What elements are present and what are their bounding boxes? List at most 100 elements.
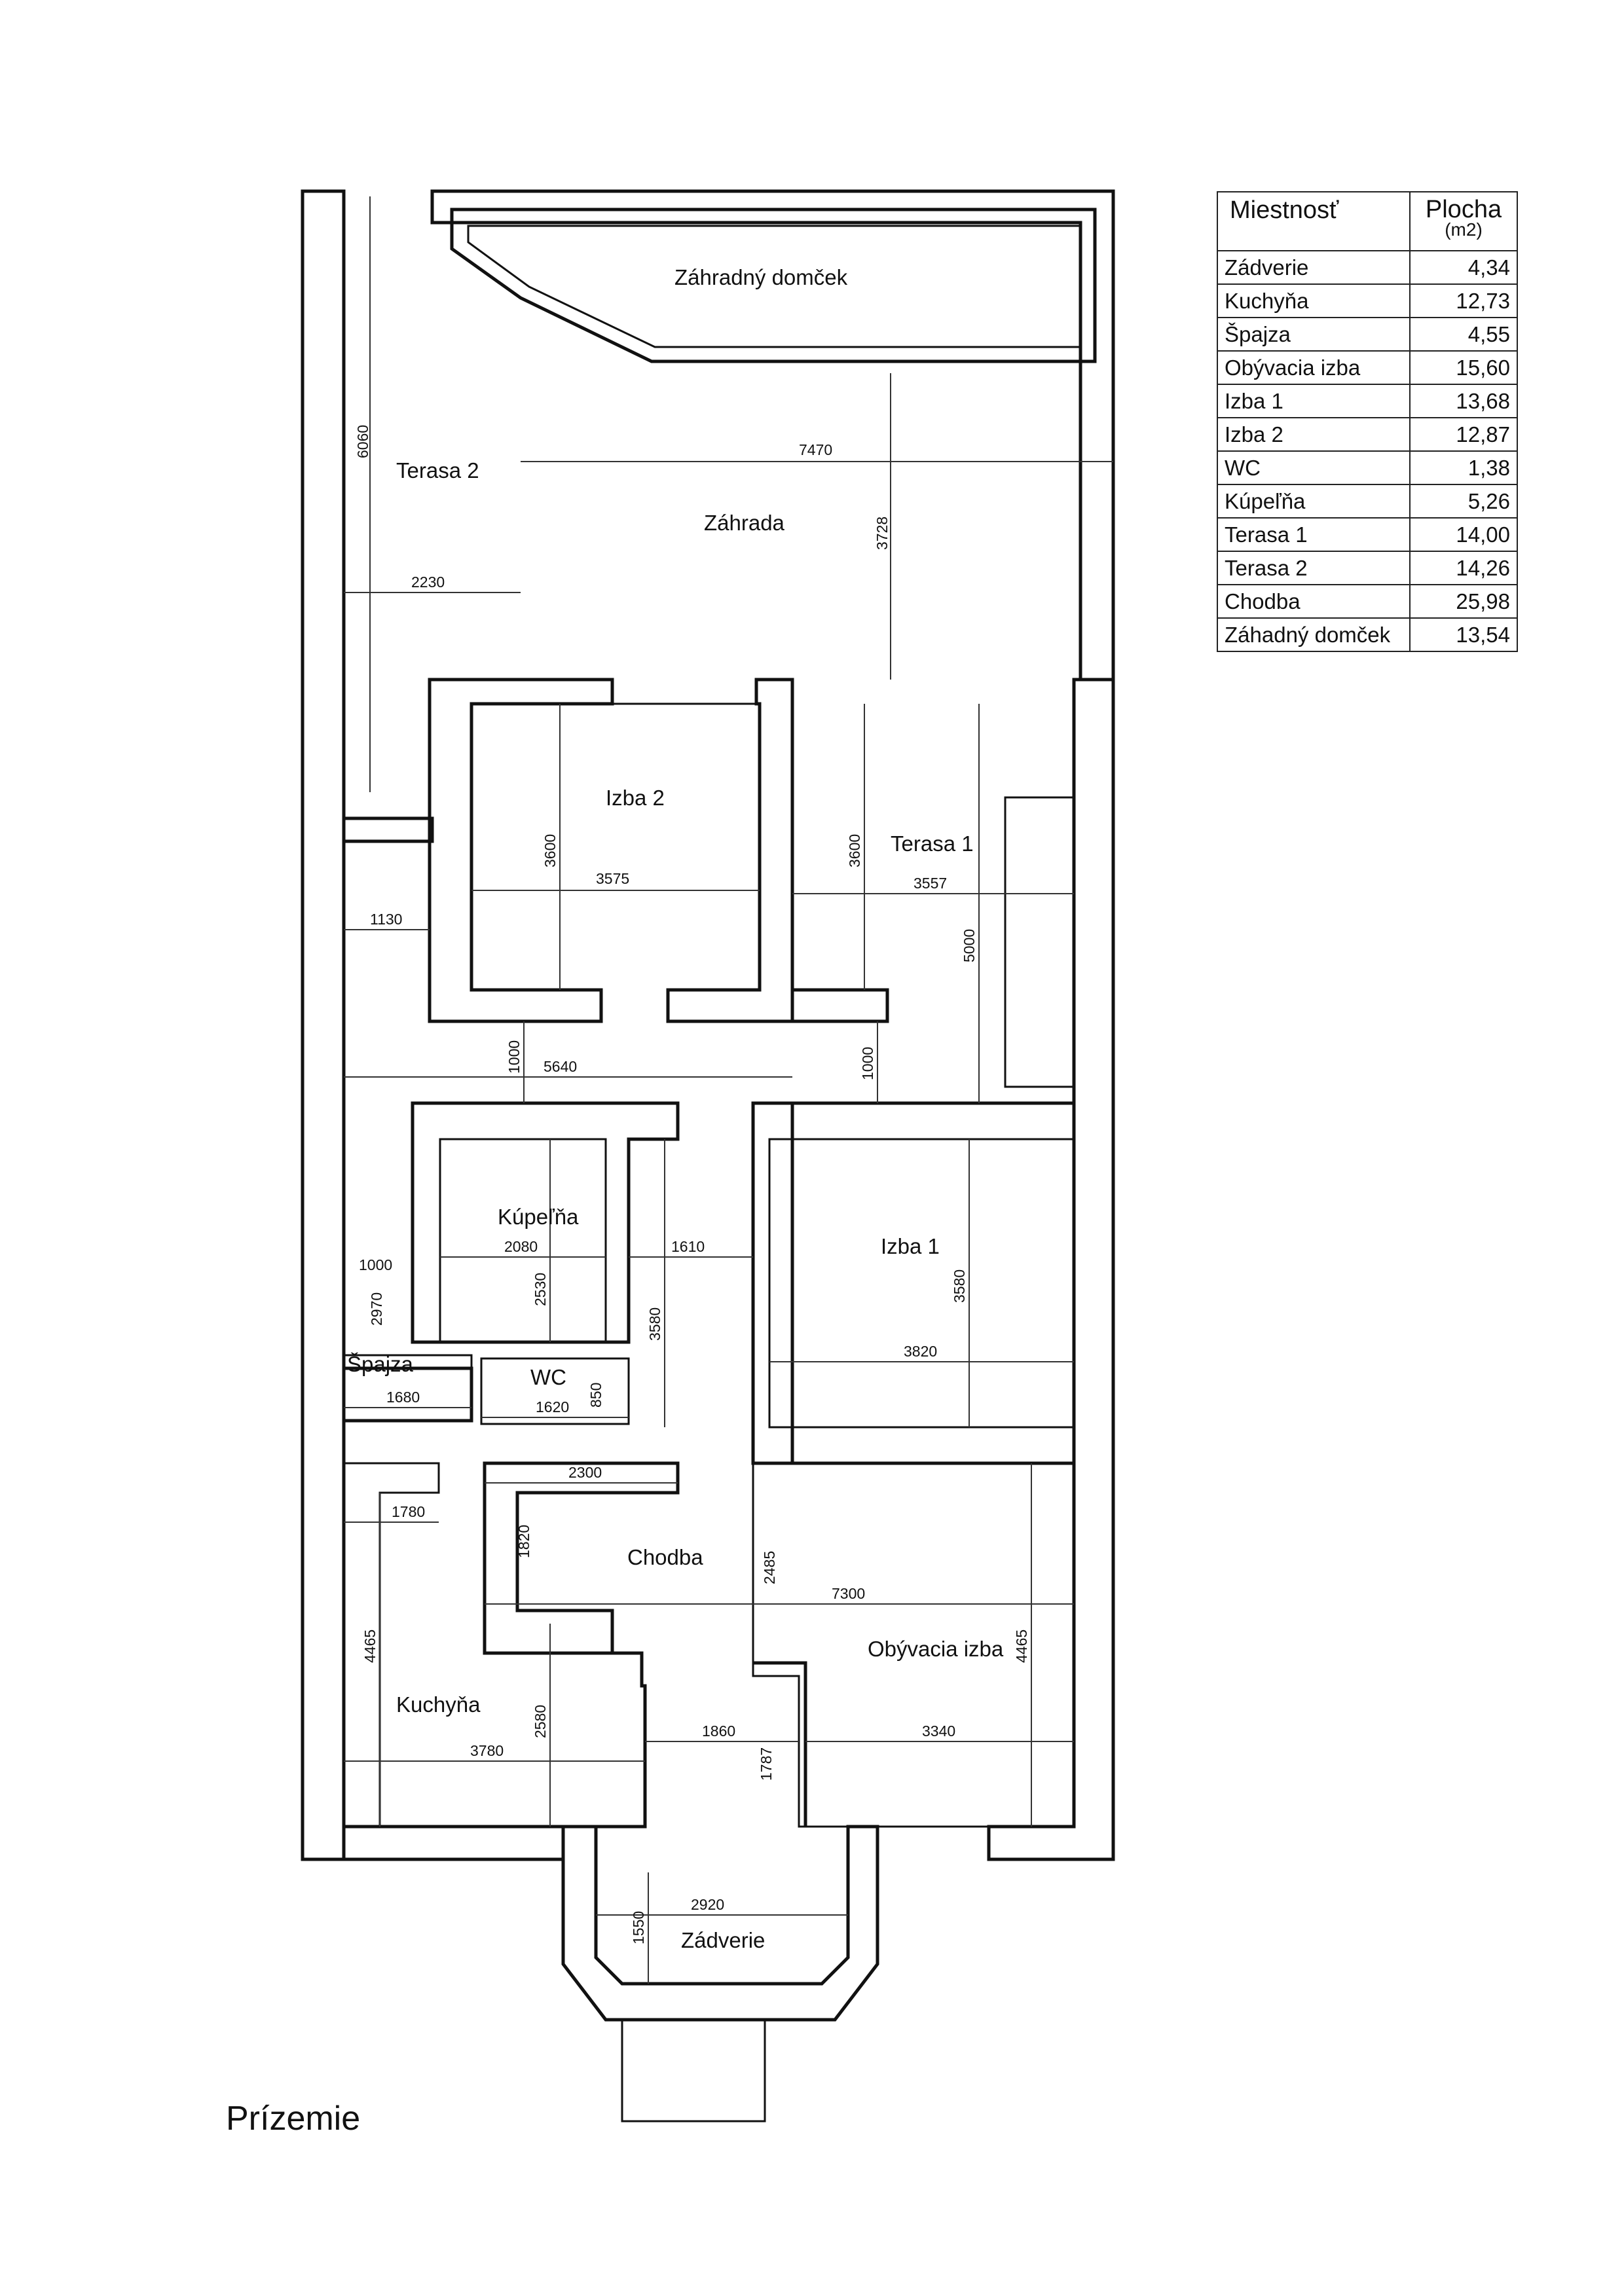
row-area: 14,26: [1409, 551, 1518, 585]
room-label-wc: WC: [530, 1365, 566, 1389]
dim-7470: 7470: [799, 441, 832, 458]
dim-1000-corridor: 1000: [506, 1040, 523, 1074]
room-labels: Záhradný domček Terasa 2 Záhrada Izba 2 …: [347, 265, 1004, 1952]
wall-izba1: [753, 1101, 1076, 1465]
row-area: 13,54: [1409, 617, 1518, 652]
header-room: Miestnosť: [1217, 191, 1411, 251]
floor-title: Prízemie: [226, 2100, 361, 2138]
entrance-stairs: [621, 2020, 766, 2123]
room-label-spajza: Špajza: [347, 1352, 414, 1376]
terasa1-stairs: [1004, 796, 1075, 1088]
dim-3780: 3780: [470, 1742, 504, 1759]
row-area: 14,00: [1409, 517, 1518, 552]
dimension-labels: 6060 7470 3728 2230 3600 3575 3600 3557 …: [354, 425, 1030, 1944]
dimension-lines: [344, 196, 1113, 1984]
row-area: 5,26: [1409, 484, 1518, 519]
dim-3580-chodba: 3580: [646, 1307, 663, 1341]
dim-5640: 5640: [544, 1058, 577, 1075]
room-label-izba2: Izba 2: [606, 786, 665, 810]
wall-obyvacia: [752, 1462, 1075, 1828]
dim-3820: 3820: [904, 1343, 937, 1360]
dim-1130: 1130: [370, 911, 402, 928]
dim-1860: 1860: [702, 1722, 735, 1740]
wall-obyvacia-door: [753, 1661, 807, 1827]
wall-outer-bottom-left: [342, 1825, 565, 1861]
dim-1820: 1820: [515, 1525, 532, 1558]
walls: [301, 189, 1115, 2123]
garden-house-outline: [450, 208, 1097, 363]
row-name: Obývacia izba: [1217, 350, 1411, 385]
row-area: 12,73: [1409, 283, 1518, 318]
wall-izba1-inner: [768, 1138, 1075, 1429]
dim-1787: 1787: [758, 1747, 775, 1781]
dim-2230: 2230: [411, 574, 445, 591]
garden-house-inner: [467, 225, 1082, 348]
header-area-label: Plocha: [1425, 196, 1502, 223]
room-label-zadverie: Zádverie: [681, 1928, 765, 1952]
wall-izba2-inner: [471, 702, 761, 990]
wall-wc: [480, 1357, 630, 1425]
wall-izba2-right: [666, 678, 794, 1023]
dim-7300: 7300: [832, 1585, 865, 1602]
row-name: Terasa 1: [1217, 517, 1411, 552]
row-name: Terasa 2: [1217, 551, 1411, 585]
dim-2580: 2580: [532, 1705, 549, 1738]
row-area: 15,60: [1409, 350, 1518, 385]
room-label-obyvacia: Obývacia izba: [868, 1637, 1004, 1661]
dim-1680: 1680: [386, 1389, 420, 1406]
header-area: Plocha(m2): [1409, 191, 1518, 251]
wall-chodba-left: [483, 1461, 680, 1655]
wall-izba2: [428, 678, 614, 1023]
dim-1780: 1780: [392, 1503, 425, 1520]
area-table-header: Miestnosť Plocha(m2): [1217, 191, 1518, 251]
dim-3600-terasa1: 3600: [846, 834, 863, 867]
row-name: Kúpeľňa: [1217, 484, 1411, 519]
row-name: Kuchyňa: [1217, 283, 1411, 318]
room-label-kupelna: Kúpeľňa: [498, 1205, 579, 1229]
dim-2530: 2530: [532, 1273, 549, 1306]
row-area: 13,68: [1409, 384, 1518, 418]
dim-3557: 3557: [913, 875, 947, 892]
dim-4465-obyvacia: 4465: [1013, 1630, 1030, 1663]
row-name: Zádverie: [1217, 250, 1411, 285]
wall-outer-right: [987, 678, 1115, 1861]
row-area: 25,98: [1409, 584, 1518, 619]
dim-1550: 1550: [630, 1911, 647, 1944]
wall-kuchyna-right: [563, 1651, 647, 1829]
room-label-terasa1: Terasa 1: [891, 831, 974, 856]
dim-2485: 2485: [761, 1551, 778, 1584]
dim-5000: 5000: [961, 929, 978, 962]
dim-2080: 2080: [504, 1238, 538, 1255]
row-name: Izba 1: [1217, 384, 1411, 418]
dim-2300: 2300: [568, 1464, 602, 1481]
row-area: 12,87: [1409, 417, 1518, 452]
dim-3728: 3728: [874, 517, 891, 550]
room-label-kuchyna: Kuchyňa: [396, 1692, 481, 1717]
wall-spajza: [344, 1354, 473, 1421]
row-name: Chodba: [1217, 584, 1411, 619]
wall-entrance: [561, 1825, 879, 2022]
dim-1620: 1620: [536, 1398, 569, 1415]
row-name: WC: [1217, 450, 1411, 485]
dim-1610: 1610: [671, 1238, 705, 1255]
room-label-zahradny-domcek: Záhradný domček: [674, 265, 848, 289]
room-label-zahrada: Záhrada: [704, 511, 785, 535]
row-name: Izba 2: [1217, 417, 1411, 452]
dim-3580-izba1: 3580: [951, 1269, 968, 1303]
wall-outer-left: [301, 189, 346, 1861]
dim-850: 850: [587, 1383, 604, 1408]
room-label-terasa2: Terasa 2: [396, 458, 479, 483]
dim-3340: 3340: [922, 1722, 955, 1740]
room-label-izba1: Izba 1: [881, 1234, 940, 1258]
